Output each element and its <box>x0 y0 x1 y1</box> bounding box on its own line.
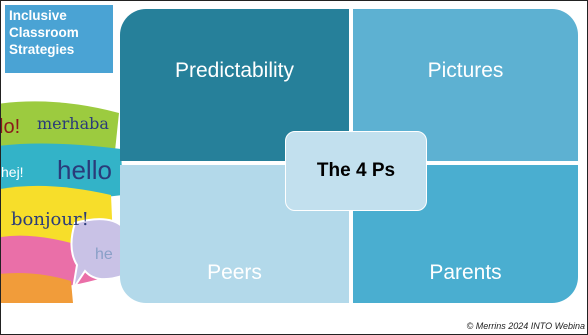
quadrant-label-parents: Parents <box>429 261 502 284</box>
teal-bubble <box>1 143 123 199</box>
quadrant-label-pictures: Pictures <box>427 59 504 82</box>
bubble-text-4: hej! <box>1 164 24 180</box>
bubble-text-1: lo! <box>1 116 20 138</box>
orange-bubble <box>1 273 73 303</box>
bubble-text-2: merhaba <box>37 114 109 133</box>
title-line-3: Strategies <box>9 42 75 57</box>
copyright-footer: © Merrins 2024 INTO Webina <box>466 321 585 331</box>
center-label-box: The 4 Ps <box>285 131 427 211</box>
title-badge: Inclusive Classroom Strategies <box>5 5 113 73</box>
title-line-1: Inclusive <box>9 8 67 23</box>
bubble-text-3: hello <box>57 155 112 185</box>
center-label: The 4 Ps <box>316 160 396 181</box>
quadrant-grid: Predictability Pictures Peers Parents <box>120 9 578 303</box>
speech-bubbles-image: lo! merhaba hello hej! bonjour! he <box>1 99 123 303</box>
quadrant-label-predictability: Predictability <box>174 59 295 82</box>
title-line-2: Classroom <box>9 25 79 40</box>
lavender-bubble <box>70 218 123 290</box>
quadrant-label-peers: Peers <box>207 261 262 284</box>
green-bubble <box>1 101 119 154</box>
bubble-text-6: he <box>95 246 113 263</box>
bubble-text-5: bonjour! <box>11 209 89 230</box>
